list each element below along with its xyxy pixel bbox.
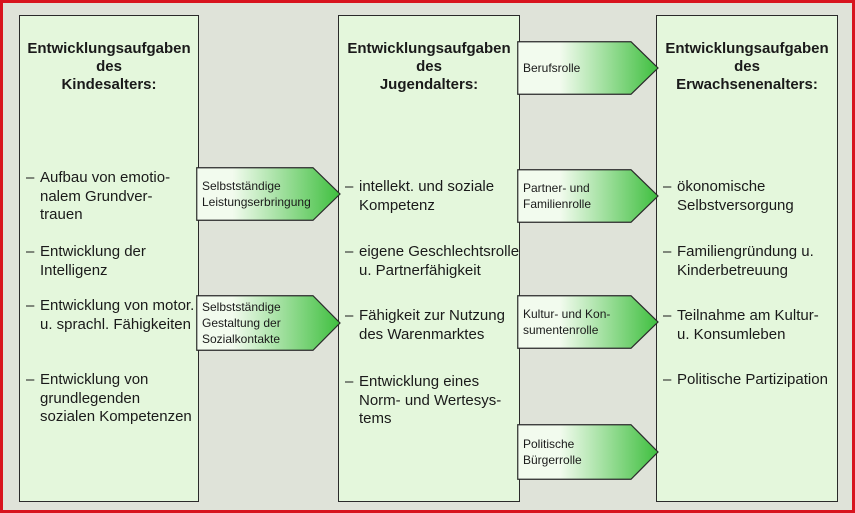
list-item: – Entwicklung von grundlegenden sozialen… xyxy=(26,371,192,425)
list-item: – Entwicklung der Intelligenz xyxy=(26,243,146,279)
list-item: – ökonomische Selbstversorgung xyxy=(663,178,794,214)
transition-arrow: Selbstständige Gestaltung der Sozialkont… xyxy=(196,295,341,351)
list-item: – Politische Partizipation xyxy=(663,371,828,388)
arrow-label: Partner- und Familienrolle xyxy=(523,181,592,211)
list-item: – Teilnahme am Kultur- u. Konsumleben xyxy=(663,307,819,343)
arrow-label: Kultur- und Kon- sumentenrolle xyxy=(523,307,611,337)
arrow-shape xyxy=(196,167,341,221)
column-kindesalter: Entwicklungsaufgaben des Kindesalters: –… xyxy=(19,15,199,502)
arrow-shape xyxy=(517,169,659,223)
column-title: Entwicklungsaufgaben des Jugendalters: xyxy=(347,40,511,93)
list-item: – Fähigkeit zur Nutzung des Warenmarktes xyxy=(345,307,505,343)
arrow-shape xyxy=(517,41,659,95)
arrow-shape xyxy=(517,424,659,480)
arrow-label: Berufsrolle xyxy=(523,61,581,75)
arrow-shape xyxy=(517,295,659,349)
transition-arrow: Partner- und Familienrolle xyxy=(517,169,659,223)
list-item: – intellekt. und soziale Kompetenz xyxy=(345,178,495,214)
column-title: Entwicklungsaufgaben des Kindesalters: xyxy=(27,40,191,93)
arrow-label: Selbstständige Gestaltung der Sozialkont… xyxy=(202,300,281,346)
transition-arrow: Politische Bürgerrolle xyxy=(517,424,659,480)
transition-arrow: Kultur- und Kon- sumentenrolle xyxy=(517,295,659,349)
list-item: – Familiengründung u. Kinderbetreuung xyxy=(663,243,814,279)
list-item: – eigene Geschlechtsrolle u. Partnerfähi… xyxy=(345,243,520,279)
column-title: Entwicklungsaufgaben des Erwachsenenalte… xyxy=(665,40,829,93)
arrow-label: Selbstständige Leistungserbringung xyxy=(202,179,311,209)
list-item: – Entwicklung von motor. u. sprachl. Fäh… xyxy=(26,297,195,333)
arrow-label: Politische Bürgerrolle xyxy=(523,437,582,467)
column-jugendalter: Entwicklungsaufgaben des Jugendalters: –… xyxy=(338,15,520,502)
transition-arrow: Berufsrolle xyxy=(517,41,659,95)
list-item: – Aufbau von emotio- nalem Grundver- tra… xyxy=(26,169,171,223)
column-erwachsenenalter: Entwicklungsaufgaben des Erwachsenenalte… xyxy=(656,15,838,502)
arrow-shape xyxy=(196,295,341,351)
transition-arrow: Selbstständige Leistungserbringung xyxy=(196,167,341,221)
list-item: – Entwicklung eines Norm- und Wertesys- … xyxy=(345,373,502,427)
